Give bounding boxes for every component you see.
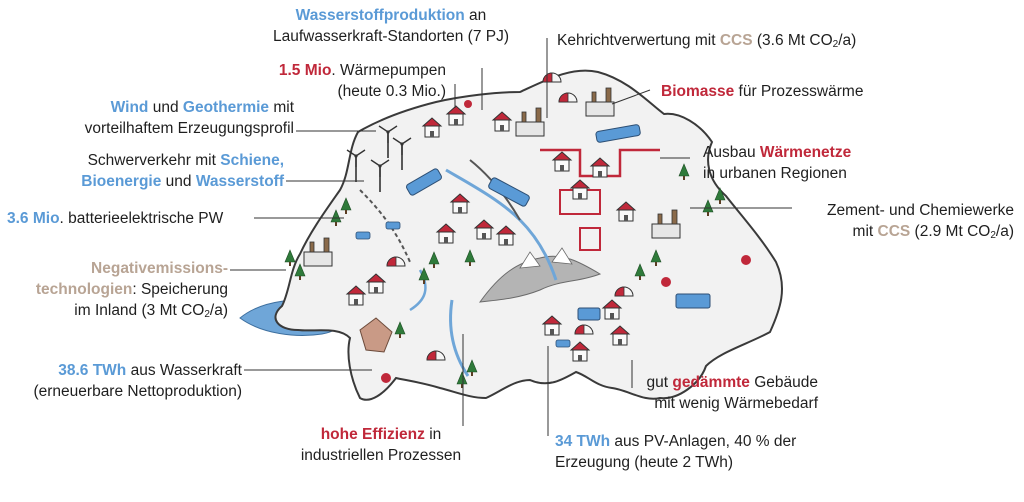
highlight-wasserstoff: Wasserstoff xyxy=(195,173,284,190)
label-schwerverkehr: Schwerverkehr mit Schiene, Bioenergie un… xyxy=(81,152,284,190)
highlight-ccs: CCS xyxy=(719,32,753,49)
highlight-wind: Wind xyxy=(110,99,149,116)
highlight-gedaemmte: gedämmte xyxy=(672,374,750,391)
label-waermenetze: Ausbau Wärmenetze in urbanen Regionen xyxy=(703,144,852,182)
highlight-waermenetze: Wärmenetze xyxy=(759,144,852,161)
bus-icon xyxy=(577,293,711,321)
highlight-schiene: Schiene, xyxy=(220,152,284,169)
highlight-geothermie: Geothermie xyxy=(182,99,270,116)
car-icon xyxy=(355,221,571,348)
highlight-34-twh: 34 TWh xyxy=(555,433,611,450)
highlight-38-6-twh: 38.6 TWh xyxy=(58,362,127,379)
highlight-3-6-mio: 3.6 Mio xyxy=(7,210,60,227)
label-pv-anlagen: 34 TWh aus PV-Anlagen, 40 % der Erzeugun… xyxy=(555,433,797,471)
label-wind-geothermie: Wind und Geothermie mit vorteilhaftem Er… xyxy=(84,99,294,137)
highlight-technologien: technologien xyxy=(35,281,133,298)
label-kehrichtverwertung: Kehrichtverwertung mit CCS (3.6 Mt CO2/a… xyxy=(557,32,857,50)
highlight-hohe-effizienz: hohe Effizienz xyxy=(320,426,425,443)
flame-icon xyxy=(381,100,751,383)
label-wasserkraft: 38.6 TWh aus Wasserkraft (erneuerbare Ne… xyxy=(33,362,242,400)
label-gedaemmte-gebaeude: gut gedämmte Gebäude mit wenig Wärmebeda… xyxy=(646,374,818,412)
highlight-ccs-zement: CCS xyxy=(877,223,911,240)
label-wasserstoffproduktion: Wasserstoffproduktion an Laufwasserkraft… xyxy=(272,7,510,45)
highlight-biomasse: Biomasse xyxy=(661,83,735,100)
highlight-negativemissions: Negativemissions- xyxy=(91,260,228,277)
label-batterie-pw: 3.6 Mio. batterieelektrische PW xyxy=(7,210,224,227)
label-waermepumpen: 1.5 Mio. Wärmepumpen (heute 0.3 Mio.) xyxy=(278,62,446,100)
train-icon xyxy=(406,124,641,207)
highlight-wasserstoffproduktion: Wasserstoffproduktion xyxy=(295,7,465,24)
highlight-1-5-mio: 1.5 Mio xyxy=(278,62,332,79)
label-hohe-effizienz: hohe Effizienz in industriellen Prozesse… xyxy=(300,426,462,464)
highlight-bioenergie: Bioenergie xyxy=(81,173,162,190)
label-biomasse: Biomasse für Prozesswärme xyxy=(661,83,864,100)
label-zement-chemie: Zement- und Chemiewerke mit CCS (2.9 Mt … xyxy=(827,202,1014,241)
label-negativemissionen: Negativemissions- technologien: Speicher… xyxy=(35,260,228,320)
